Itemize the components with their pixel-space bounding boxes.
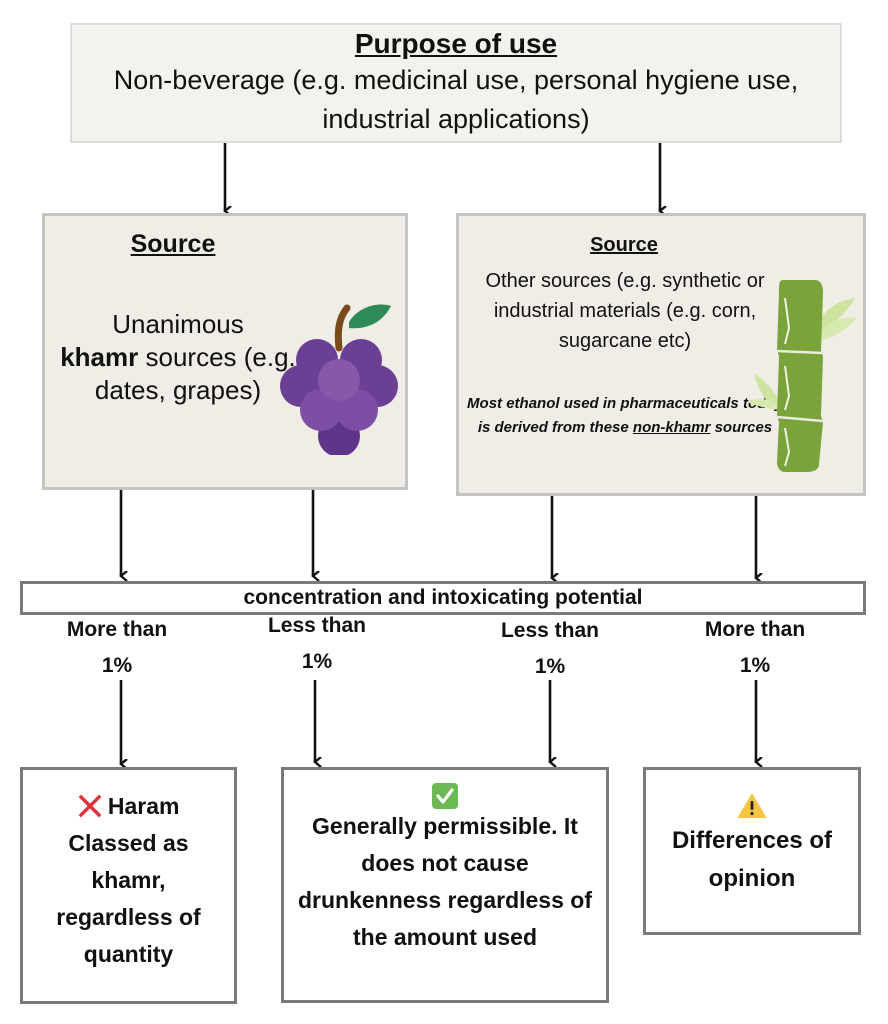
purpose-title: Purpose of use bbox=[354, 28, 558, 59]
condition-line2: 1% bbox=[301, 650, 333, 673]
outcome-heading bbox=[284, 776, 606, 809]
condition-line1: Less than bbox=[267, 614, 367, 637]
condition-line1: More than bbox=[704, 618, 806, 641]
concentration-label: concentration and intoxicating potential bbox=[243, 586, 643, 609]
outcome-text: Differences of opinion bbox=[671, 827, 833, 892]
condition-more-than-right: More than 1% bbox=[680, 612, 830, 684]
source-title: Source bbox=[130, 230, 216, 258]
outcome-haram-box: Haram Classed as khamr, regardless of qu… bbox=[20, 767, 237, 1004]
condition-line2: 1% bbox=[534, 655, 566, 678]
check-mark-icon bbox=[432, 782, 458, 809]
source-title: Source bbox=[590, 234, 658, 256]
condition-line1: More than bbox=[66, 618, 168, 641]
pharmaceutical-note: Most ethanol used in pharmaceuticals tod… bbox=[459, 392, 791, 440]
note-underlined: non-khamr bbox=[632, 419, 711, 436]
purpose-of-use-box: Purpose of use Non-beverage (e.g. medici… bbox=[70, 23, 842, 143]
source-text-prefix: Unanimous bbox=[112, 309, 244, 339]
source-description: Unanimous khamr sources (e.g. dates, gra… bbox=[55, 308, 301, 407]
non-khamr-source-box: Source Other sources (e.g. synthetic or … bbox=[456, 213, 866, 496]
khamr-source-box: Source Unanimous khamr sources (e.g. dat… bbox=[42, 213, 408, 490]
outcome-heading: Haram bbox=[23, 788, 234, 825]
note-prefix: Most ethanol used in pharmaceuticals tod… bbox=[467, 395, 783, 436]
source-description: Other sources (e.g. synthetic or industr… bbox=[485, 270, 765, 352]
outcome-permissible-box: Generally permissible. It does not cause… bbox=[281, 767, 609, 1003]
sugarcane-icon bbox=[747, 280, 857, 472]
note-suffix: sources bbox=[714, 419, 773, 436]
condition-less-than-right: Less than 1% bbox=[475, 613, 625, 685]
source-text-bold: khamr bbox=[60, 342, 139, 372]
outcome-text: Generally permissible. It does not cause… bbox=[298, 813, 592, 950]
condition-line2: 1% bbox=[739, 654, 771, 677]
condition-more-than-left: More than 1% bbox=[42, 612, 192, 684]
condition-less-than-left: Less than 1% bbox=[242, 608, 392, 680]
purpose-description: Non-beverage (e.g. medicinal use, person… bbox=[113, 65, 799, 134]
outcome-heading bbox=[646, 786, 858, 822]
cross-mark-icon bbox=[78, 794, 101, 818]
concentration-bar: concentration and intoxicating potential bbox=[20, 581, 866, 615]
outcome-heading-text: Haram bbox=[107, 793, 180, 819]
grapes-icon bbox=[280, 304, 398, 455]
warning-icon bbox=[738, 793, 766, 818]
outcome-differences-box: Differences of opinion bbox=[643, 767, 861, 935]
outcome-text: Classed as khamr, regardless of quantity bbox=[56, 830, 201, 967]
source-text-suffix: sources (e.g. dates, grapes) bbox=[94, 342, 296, 405]
condition-line1: Less than bbox=[500, 619, 600, 642]
condition-line2: 1% bbox=[101, 654, 133, 677]
